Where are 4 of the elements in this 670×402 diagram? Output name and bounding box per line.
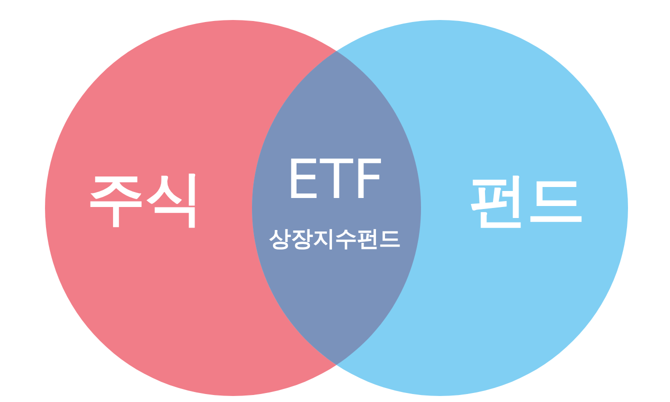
overlap-subtitle: 상장지수펀드 (269, 228, 401, 251)
overlap-title: ETF (286, 152, 384, 207)
circle-label: 주식 (87, 169, 203, 227)
circle-label: 펀드 (469, 171, 585, 229)
